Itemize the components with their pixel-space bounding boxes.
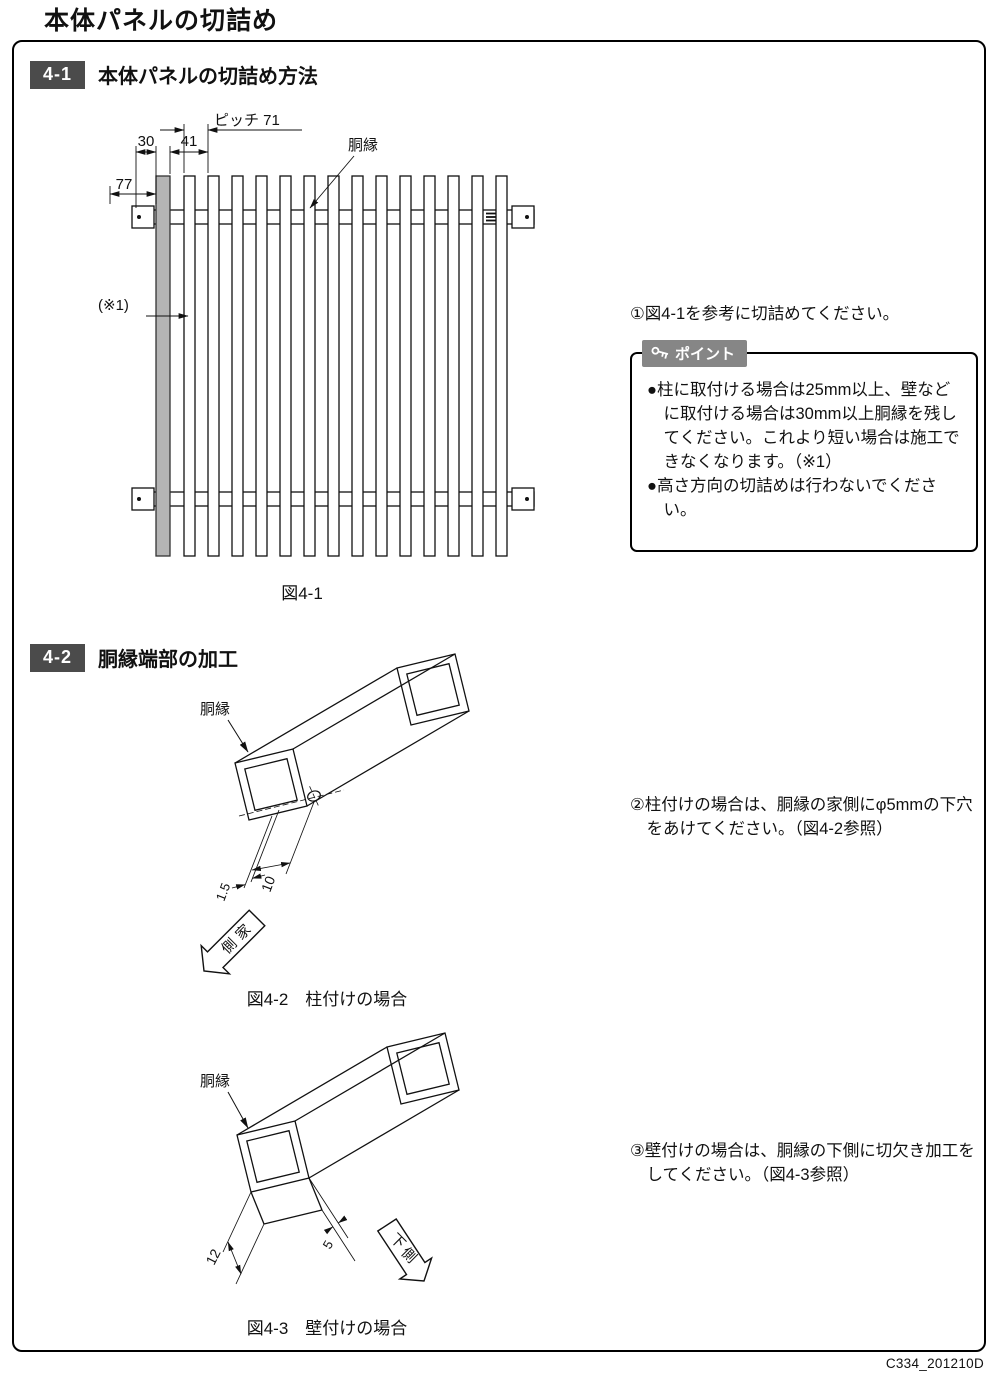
dim-labels: 1.5 10 — [213, 874, 279, 903]
content-frame: 4-1 本体パネルの切詰め方法 — [12, 40, 986, 1352]
point-tab-label: ポイント — [675, 346, 736, 363]
dim-10-label: 10 — [258, 874, 279, 894]
note-1-label: (※1) — [98, 297, 129, 314]
notch-dimensions — [222, 1177, 356, 1285]
dim-30-label: 30 — [138, 133, 155, 150]
post — [155, 175, 171, 557]
rail-label: 胴縁 — [200, 701, 230, 718]
dimension-labels: ピッチ 71 30 41 77 (※1) 胴縁 — [98, 112, 378, 314]
point-item: ●高さ方向の切詰めは行わないでください。 — [647, 477, 937, 520]
dimension-lines — [109, 124, 355, 319]
point-tab: ポイント — [642, 340, 748, 367]
rail-tube — [236, 1032, 460, 1225]
figure-4-3-caption: 図4-3 壁付けの場合 — [246, 1319, 408, 1338]
dim-labels: 12 5 — [202, 1238, 336, 1268]
figure-4-3-drawing: 12 5 下 側 胴縁 — [200, 1032, 460, 1285]
rail-label: 胴縁 — [348, 137, 378, 154]
figure-4-1-drawing: ピッチ 71 30 41 77 (※1) 胴縁 — [98, 112, 535, 557]
slats — [183, 175, 508, 557]
bracket — [511, 487, 535, 511]
notch-cut — [250, 1177, 323, 1225]
figure-4-1-caption: 図4-1 — [281, 584, 323, 603]
step-1-text: ①図4-1を参考に切詰めてください。 — [630, 305, 900, 323]
section-4-2-header: 4-2 胴縁端部の加工 — [30, 643, 238, 672]
step-2-text: ②柱付けの場合は、胴縁の家側にφ5mmの下穴をあけてください。（図4-2参照） — [630, 796, 973, 838]
dim-5-label: 5 — [320, 1238, 337, 1252]
figure-4-2-drawing: 1.5 10 家 側 胴縁 — [200, 653, 470, 975]
bracket — [131, 487, 155, 511]
dim-1-5-label: 1.5 — [213, 881, 233, 903]
pilot-hole — [238, 786, 345, 817]
section-4-1-header: 4-1 本体パネルの切詰め方法 — [30, 60, 318, 89]
dim-12-label: 12 — [202, 1246, 223, 1267]
dim-41-label: 41 — [181, 133, 198, 150]
step-3-text: ③壁付けの場合は、胴縁の下側に切欠き加工をしてください。（図4-3参照） — [630, 1142, 975, 1184]
page-title: 本体パネルの切詰め — [44, 7, 279, 35]
bracket — [131, 205, 155, 229]
rail-tube — [234, 653, 470, 821]
house-side-arrow: 家 側 — [200, 909, 266, 975]
point-box: ポイント ●柱に取付ける場合は25mm以上、壁などに取付ける場合は30mm以上胴… — [630, 340, 978, 552]
section-4-2-badge: 4-2 — [30, 643, 86, 672]
section-4-2-title: 胴縁端部の加工 — [98, 649, 239, 671]
rail-label: 胴縁 — [200, 1073, 230, 1090]
dim-77-label: 77 — [116, 176, 133, 193]
section-4-1-badge: 4-1 — [30, 60, 86, 89]
bottom-side-arrow: 下 側 — [376, 1218, 433, 1282]
document-code: C334_201210D — [885, 1356, 984, 1371]
hole-dimensions — [231, 801, 315, 890]
point-item: ●柱に取付ける場合は25mm以上、壁などに取付ける場合は30mm以上胴縁を残して… — [647, 381, 960, 472]
figure-4-2-caption: 図4-2 柱付けの場合 — [246, 990, 408, 1009]
bracket — [511, 205, 535, 229]
panel-structure — [131, 175, 535, 557]
pitch-label: ピッチ 71 — [214, 112, 280, 129]
key-icon — [651, 346, 669, 359]
section-4-1-title: 本体パネルの切詰め方法 — [98, 66, 319, 88]
